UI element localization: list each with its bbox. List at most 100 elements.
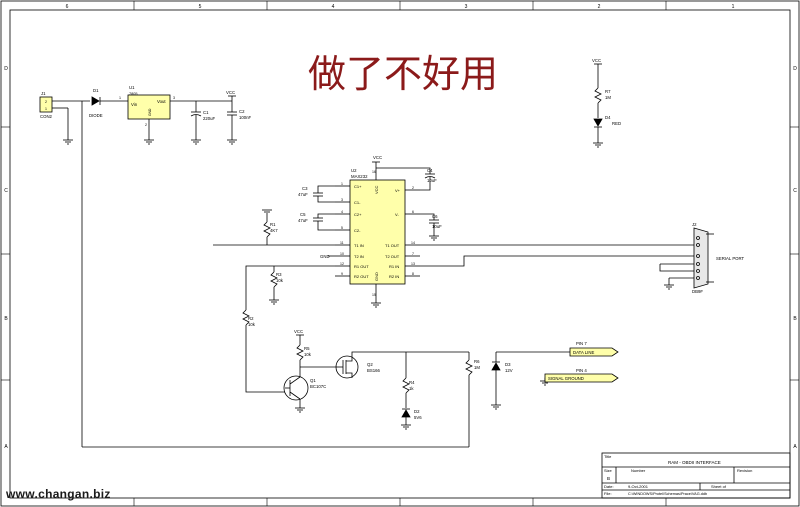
u2-pinno-12: 12 [340,262,344,266]
tb-date: 9-Oct-2001 [628,484,649,489]
c5-value: 47uF [298,218,308,223]
c1-ref: C1 [203,110,209,115]
u1-regulator-body [127,94,171,120]
q2-ref: Q2 [367,362,373,367]
u1-pin2: 2 [145,123,147,127]
component-labels: J1 2 1 CON2 D1 DIODE U1 7805 Vin Vout GN… [40,58,745,420]
r7-value: 1M [605,95,611,100]
u2-pinno-4: 4 [341,210,343,214]
u2-pinno-15: 15 [372,293,376,297]
q1-value: BC107C [310,384,326,389]
tb-revision-label: Revision [737,468,752,473]
col-label-2: 2 [598,4,601,10]
u2-pinno-8: 8 [412,272,414,276]
r3-value: 10k [276,278,284,283]
u2-pinno-7: 7 [412,252,414,256]
u2-pin-t1in: T1 IN [354,243,364,248]
u2-pin-vplus: V+ [395,188,401,193]
col-label-3: 3 [465,4,468,10]
j1-value: CON2 [40,114,53,119]
c3-value: 47uF [298,192,308,197]
tb-number-label: Number [631,468,646,473]
signal-ground-port [544,373,619,383]
c2-ref: C2 [239,109,245,114]
u2-ref: U2 [351,168,357,173]
c4-value: 10uF [427,178,437,183]
u2-pinno-3: 3 [341,198,343,202]
r5-ref: R5 [304,346,310,351]
u2-pin-r1out: R1 OUT [354,264,369,269]
data-line-port [569,347,619,357]
vcc-label-4: VCC [294,329,303,334]
u2-pinno-16: 16 [372,170,376,174]
u2-pin-t1out: T1 OUT [385,243,400,248]
max232-pin-numbers: 1 3 4 5 11 10 12 9 2 6 14 7 13 8 16 15 [340,170,415,297]
u2-pin-r1in: R1 IN [389,264,399,269]
j2-value: DB9F [692,289,703,294]
u1-ref: U1 [129,85,135,90]
j1-pin1: 1 [45,107,47,111]
tb-title-label: Title [604,454,612,459]
d1-value: DIODE [89,113,103,118]
r3-ref: R3 [276,272,282,277]
u2-pin-vcc: VCC [374,185,379,194]
pin7-label: PIN 7 [576,341,587,346]
u2-pinno-1: 1 [341,182,343,186]
tb-date-label: Date: [604,484,614,489]
d4-ref: D4 [605,115,611,120]
d1-diode-symbol [91,96,100,106]
r1-ref: R1 [270,222,276,227]
max232-block [313,161,439,303]
c1-value: 220uF [203,116,216,121]
u1-pin3: 3 [173,96,175,100]
d3-value: 12V [505,368,513,373]
col-label-5: 5 [199,4,202,10]
row-label-b-right: B [793,316,797,322]
u2-pin-gnd: GND [374,272,379,281]
r5-value: 10k [304,352,312,357]
u2-value: MAX232 [351,174,368,179]
signal-ground-net: SIGNAL GROUND [548,376,584,381]
u2-pinno-2: 2 [412,186,414,190]
c6-value: 10uF [432,224,442,229]
c5-ref: C5 [300,212,306,217]
row-label-c-right: C [793,188,797,194]
d1-ref: D1 [93,88,99,93]
power-supply [39,94,470,448]
u1-vout: Vout [157,99,166,104]
row-label-a-right: A [793,444,797,450]
u1-pin1: 1 [119,96,121,100]
vcc-label-1: VCC [226,90,235,95]
q1-ref: Q1 [310,378,316,383]
u1-vin: Vin [131,102,138,107]
u1-value: 7805 [129,92,137,96]
r6-value: 1M [474,365,480,370]
c6-ref: C6 [432,214,438,219]
tb-sheet-label: Sheet of [711,484,727,489]
j2-ref: J2 [692,222,697,227]
gnd-net-label: GND [320,254,330,259]
row-label-d-right: D [793,66,797,72]
u2-pin-r2in: R2 IN [389,274,399,279]
tb-size: B [607,476,610,481]
banner-text: 做了不好用 [308,52,498,96]
tb-file: C:\WINDOWS\Protel\Schemas\Prace\VAG.ddb [628,492,707,496]
tb-size-label: Size [604,468,613,473]
d4-value: RED [612,121,621,126]
u2-pin-c2p: C2+ [354,212,362,217]
d3-ref: D3 [505,362,511,367]
j2-db9-body [693,227,709,289]
row-label-a-left: A [4,444,8,450]
u2-pin-c2m: C2- [354,228,361,233]
c3-ref: C3 [302,186,308,191]
row-label-b-left: B [4,316,8,322]
u2-pin-c1m: C1- [354,200,361,205]
j1-connector [39,96,53,113]
d2-ref: D2 [414,409,420,414]
u2-pin-r2out: R2 OUT [354,274,369,279]
row-label-d-left: D [4,66,8,72]
vcc-label-2: VCC [592,58,601,63]
j1-ref: J1 [41,91,46,96]
data-line-net: DATA LINE [573,350,594,355]
